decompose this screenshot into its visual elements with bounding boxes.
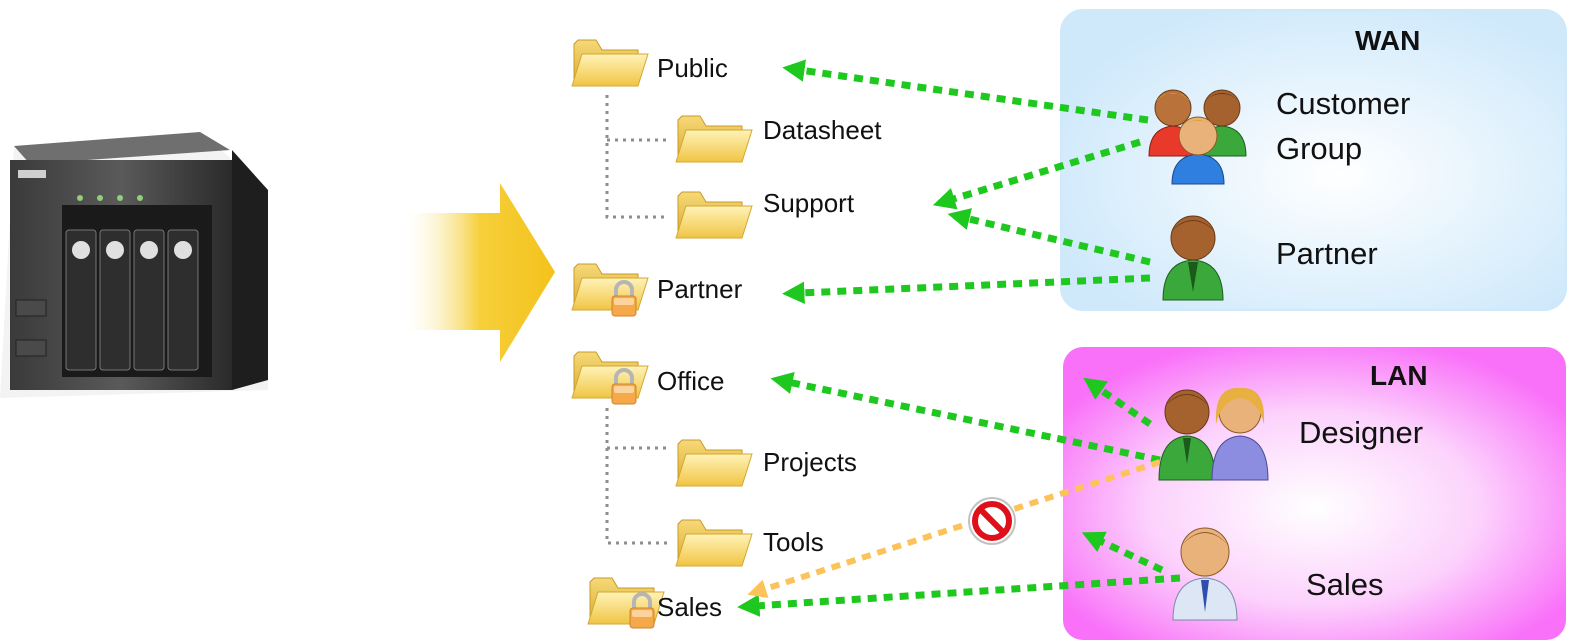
folder-icon-partner: [571, 263, 649, 318]
lan-zone: LAN Designer Sales: [1063, 347, 1566, 640]
arrow-designer-to-sales-denied: [747, 459, 1161, 598]
wan-zone-title: WAN: [1355, 25, 1420, 56]
folder-icon-office: [571, 351, 649, 406]
folder-label-datasheet: Datasheet: [763, 115, 882, 145]
folder-icon-tools: [675, 519, 753, 567]
big-arrow-icon: [405, 183, 555, 362]
wan-zone: WAN Customer Group Partner: [1060, 9, 1567, 311]
customer-group-label-line1: Customer: [1276, 86, 1410, 121]
arrow-sales-to-sales-folder: [737, 574, 1181, 617]
lan-zone-title: LAN: [1370, 360, 1428, 391]
lan-sales-icon: [1172, 527, 1238, 621]
arrow-customer-to-support: [932, 138, 1142, 210]
arrow-partner-to-partner-folder: [782, 274, 1151, 304]
no-entry-icon: [968, 497, 1016, 545]
folder-label-partner: Partner: [657, 274, 743, 304]
customer-group-icon: [1148, 89, 1247, 185]
folder-icon-public: [571, 39, 649, 87]
designer-icon: [1158, 387, 1269, 481]
designer-label: Designer: [1299, 415, 1423, 450]
lan-sales-label: Sales: [1306, 567, 1384, 602]
arrow-designer-to-lan: [1083, 377, 1152, 427]
nas-device-image: [0, 132, 268, 398]
folder-label-sales: Sales: [657, 592, 722, 622]
tree-connectors: [605, 95, 668, 545]
folder-label-projects: Projects: [763, 447, 857, 477]
customer-group-label-line2: Group: [1276, 131, 1362, 166]
folder-label-public: Public: [657, 53, 728, 83]
folder-icon-sales: [587, 577, 665, 630]
folder-label-support: Support: [763, 188, 855, 218]
wan-partner-label: Partner: [1276, 236, 1378, 271]
folder-label-office: Office: [657, 366, 724, 396]
arrow-sales-to-lan: [1081, 531, 1164, 574]
wan-partner-icon: [1162, 215, 1224, 301]
access-arrows: [737, 59, 1181, 617]
arrow-customer-to-public: [782, 59, 1149, 124]
folder-label-tools: Tools: [763, 527, 824, 557]
folder-icon-datasheet: [675, 115, 753, 163]
folder-icon-projects: [675, 439, 753, 487]
folder-icon-support: [675, 191, 753, 239]
